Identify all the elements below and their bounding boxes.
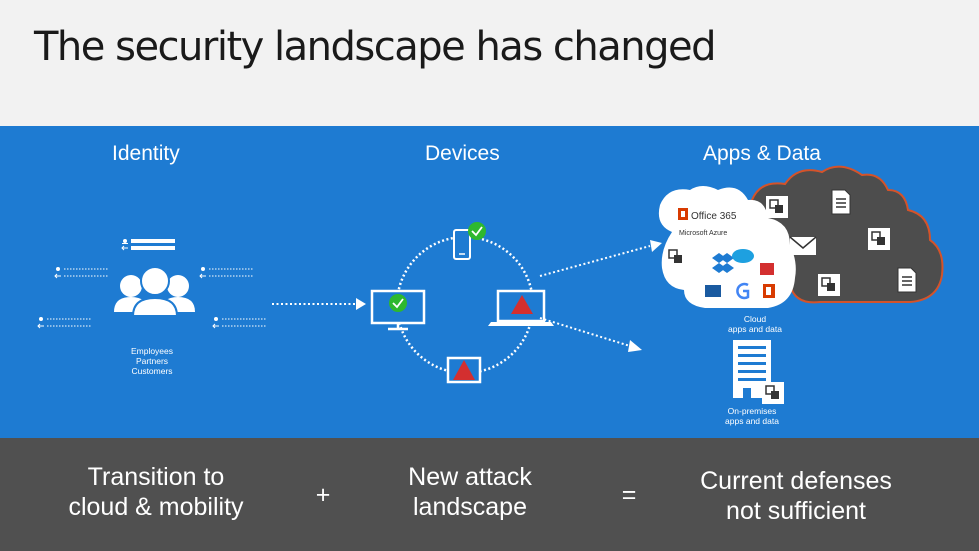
- apps-data-header: Apps & Data: [703, 142, 821, 165]
- users-icon: [114, 266, 195, 317]
- box-icon: [705, 285, 721, 297]
- salesforce-icon: [732, 249, 754, 263]
- azure-label: Microsoft Azure: [679, 230, 727, 237]
- app-icon: [867, 227, 891, 251]
- caption-line: Employees: [130, 346, 174, 356]
- google-icon: [736, 282, 750, 300]
- cloud-caption: Cloud apps and data: [710, 314, 800, 334]
- credential-card-icon: [37, 316, 92, 329]
- page-title: The security landscape has changed: [34, 24, 716, 70]
- document-icon: [831, 189, 851, 215]
- summary-line: Current defenses: [700, 467, 892, 495]
- caption-line: On-premises: [727, 406, 777, 416]
- devices-to-onprem-arrow: [539, 317, 631, 347]
- cloud-services: [658, 186, 796, 308]
- app-icon: [765, 195, 789, 219]
- summary-line: Transition to: [87, 463, 225, 491]
- credential-card-icon: [121, 238, 176, 251]
- caption-line: Cloud: [743, 314, 767, 324]
- document-icon: [897, 267, 917, 293]
- title-bar: The security landscape has changed: [0, 0, 979, 126]
- caption-line: Partners: [135, 356, 169, 366]
- alert-icon: [511, 295, 533, 314]
- app-icon: [817, 273, 841, 297]
- summary-line: New attack: [408, 463, 532, 491]
- office365-label: Office 365: [691, 211, 737, 222]
- summary-defenses: Current defenses not sufficient: [680, 466, 912, 526]
- users-caption: Employees Partners Customers: [112, 346, 192, 376]
- office365-logo: [678, 208, 688, 220]
- credential-card-icon: [212, 316, 267, 329]
- caption-line: Customers: [131, 366, 173, 376]
- summary-line: cloud & mobility: [68, 493, 244, 521]
- summary-line: landscape: [413, 493, 527, 521]
- caption-line: apps and data: [728, 324, 782, 334]
- summary-transition: Transition to cloud & mobility: [40, 462, 272, 522]
- credential-card-icon: [54, 266, 109, 279]
- laptop-icon: [488, 289, 554, 326]
- office-icon: [763, 284, 775, 298]
- onprem-caption: On-premises apps and data: [705, 406, 799, 426]
- summary-line: not sufficient: [726, 497, 866, 525]
- alert-icon: [453, 360, 475, 380]
- dropbox-icon: [712, 253, 734, 273]
- summary-band: [0, 438, 979, 551]
- phone-icon: [453, 229, 471, 260]
- caption-line: apps and data: [725, 416, 779, 426]
- app-tile-icon: [760, 263, 774, 275]
- devices-to-cloud-arrow: [539, 245, 651, 277]
- app-icon: [761, 381, 785, 405]
- identity-header: Identity: [112, 142, 180, 165]
- app-icon: [664, 245, 688, 269]
- check-icon: [389, 294, 407, 312]
- equals-sign: =: [621, 481, 637, 509]
- credential-card-icon: [199, 266, 254, 279]
- summary-attack: New attack landscape: [370, 462, 570, 522]
- plus-sign: +: [315, 481, 331, 509]
- check-icon: [468, 222, 486, 240]
- mail-icon: [789, 236, 817, 255]
- devices-header: Devices: [425, 142, 500, 165]
